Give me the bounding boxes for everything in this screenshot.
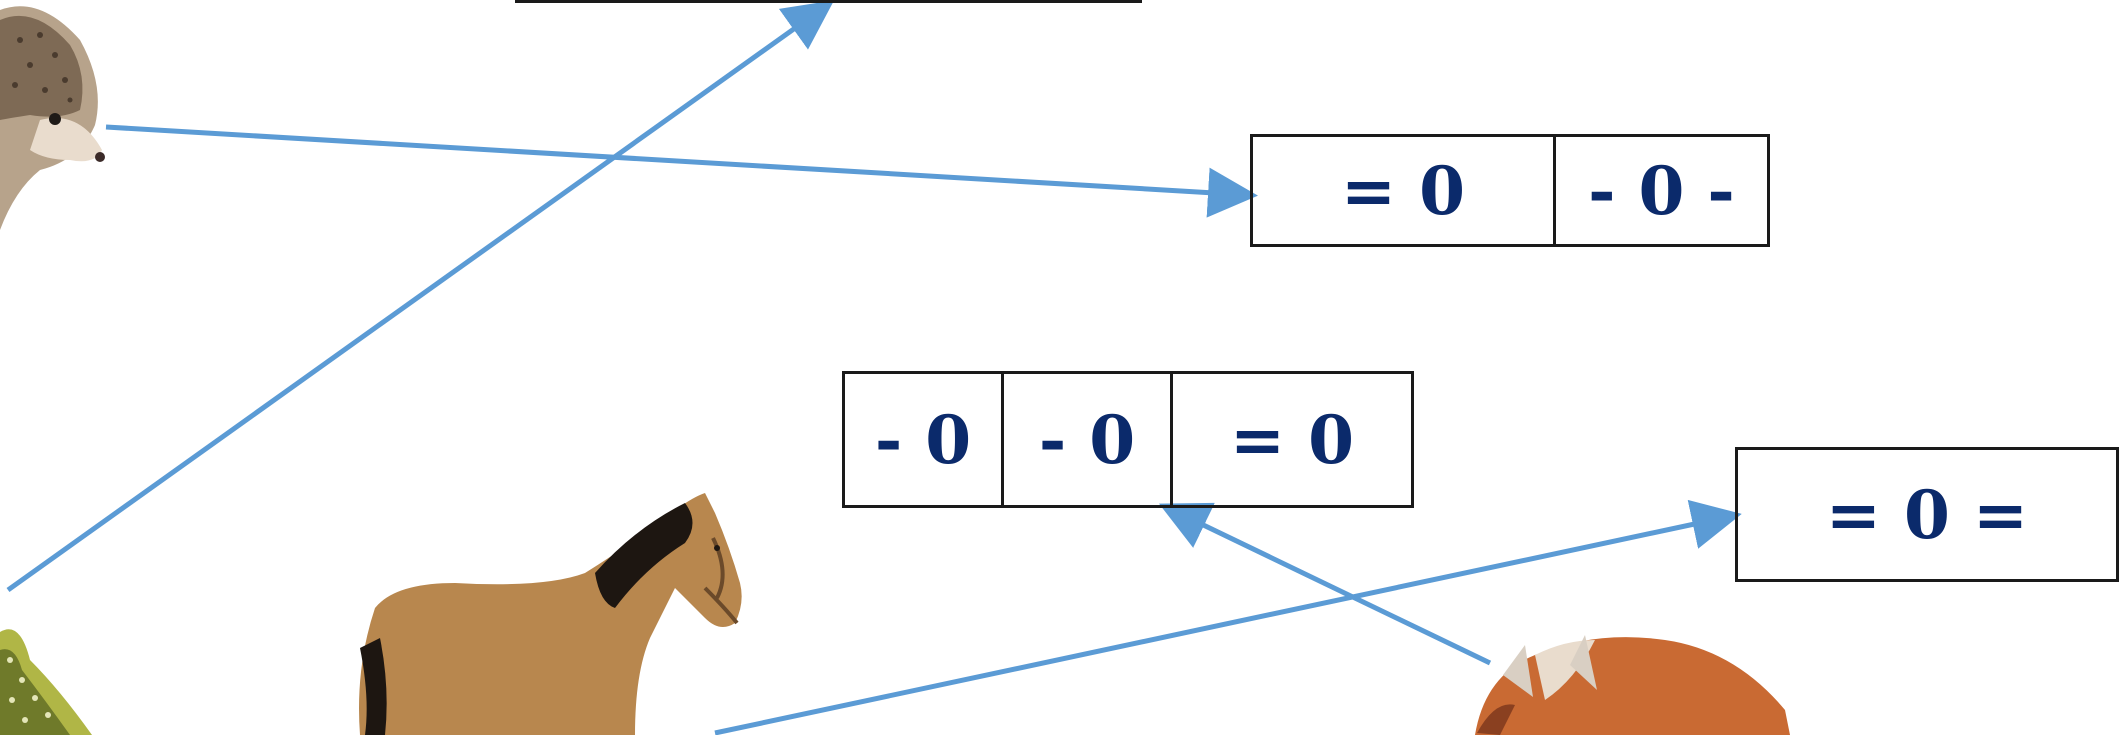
scheme-cell: = 0 [1250,134,1556,247]
scheme-cell [987,0,1142,3]
scheme-cell: - 0 [1001,371,1173,508]
scheme-cell: - 0 - [1553,134,1770,247]
scheme-cell: - 0 [842,371,1004,508]
scheme-top-partial [515,0,1142,3]
scheme-hedgehog: = 0 - 0 - [1250,134,1770,247]
arrow-horse-to-right-scheme [714,499,1742,735]
scheme-cell: = 0 [1170,371,1414,508]
fox-picture [1475,635,1790,735]
scheme-cell [708,0,990,3]
arrow-fox-to-middle-scheme [1158,502,1492,666]
scheme-right: = 0 = [1735,447,2119,582]
scheme-middle: - 0 - 0 = 0 [842,371,1414,508]
arrow-hedgehog-to-scheme [105,124,1258,218]
hedgehog-picture [0,6,105,230]
fish-picture [0,629,92,735]
scheme-cell: = 0 = [1735,447,2119,582]
arrow-fish-to-top-scheme [6,0,835,593]
scheme-cell [515,0,711,3]
horse-picture [359,493,742,735]
